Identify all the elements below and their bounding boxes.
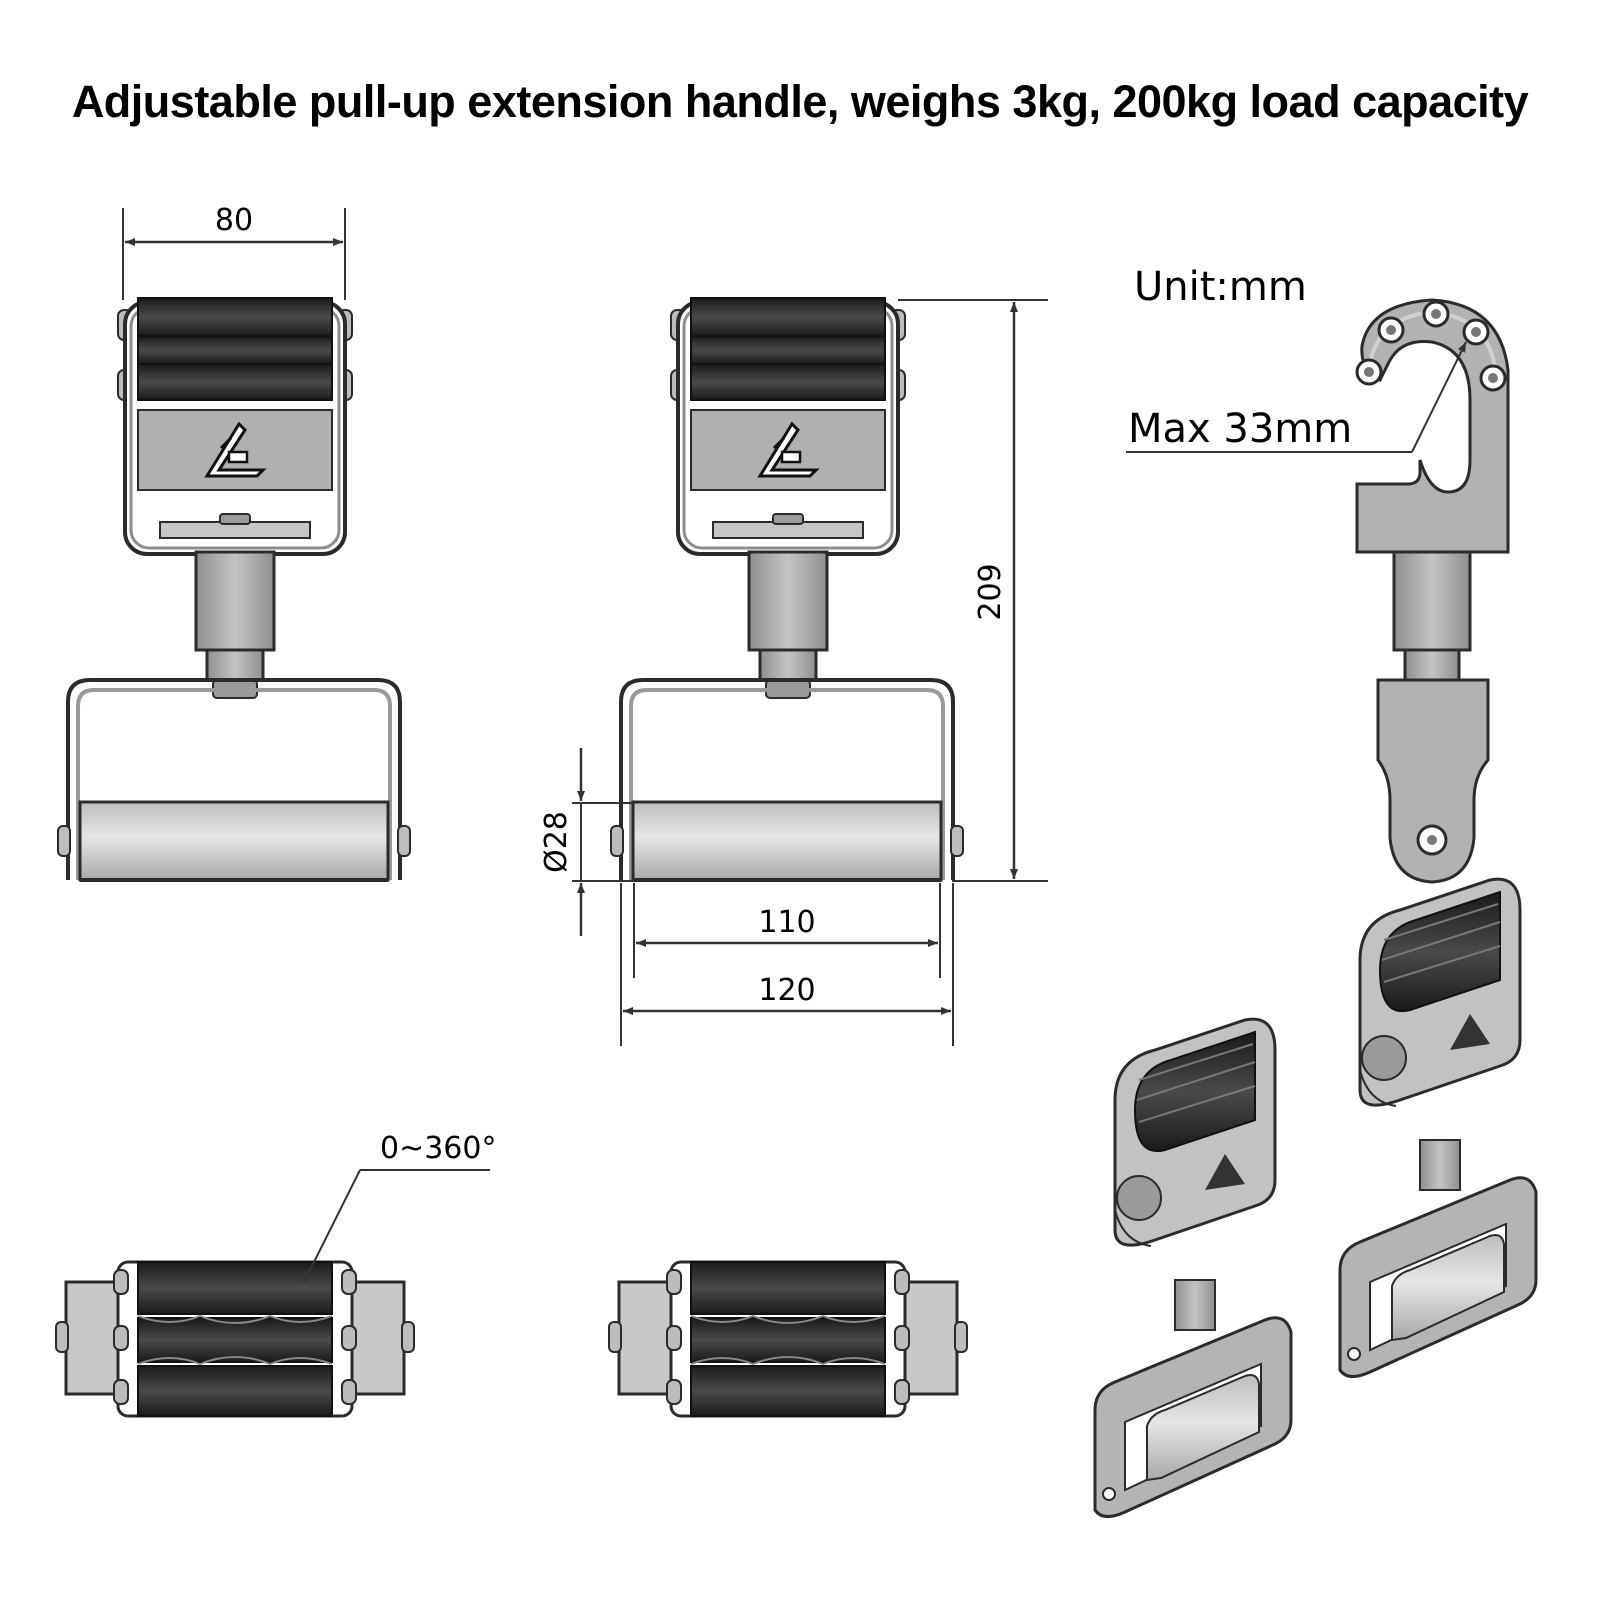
dimension-top-width: 80 bbox=[122, 203, 346, 300]
label-top-width: 80 bbox=[215, 203, 253, 238]
label-inner-width: 110 bbox=[758, 905, 815, 940]
dimension-total-height: 209 bbox=[898, 299, 1048, 882]
top-view-left bbox=[54, 1260, 416, 1418]
page-title: Adjustable pull-up extension handle, wei… bbox=[71, 76, 1529, 127]
dimension-outer-width: 120 bbox=[620, 883, 954, 1046]
dimension-inner-width: 110 bbox=[633, 883, 941, 978]
front-view-right bbox=[609, 296, 965, 882]
top-view-right bbox=[607, 1260, 969, 1418]
label-grip-diameter: Ø28 bbox=[539, 811, 574, 873]
perspective-view-front bbox=[1093, 1017, 1293, 1519]
dimension-grip-diameter: Ø28 bbox=[539, 748, 635, 936]
side-view-hook bbox=[1355, 298, 1510, 884]
dimension-rotation: 0~360° bbox=[303, 1131, 496, 1283]
label-outer-width: 120 bbox=[758, 973, 815, 1008]
label-max-opening: Max 33mm bbox=[1128, 406, 1352, 452]
label-total-height: 209 bbox=[973, 563, 1008, 620]
unit-label: Unit:mm bbox=[1134, 264, 1307, 310]
front-view-left bbox=[56, 296, 412, 882]
perspective-view-back bbox=[1338, 877, 1538, 1379]
dimension-max-opening: Max 33mm bbox=[1126, 341, 1467, 453]
label-rotation: 0~360° bbox=[380, 1131, 496, 1166]
